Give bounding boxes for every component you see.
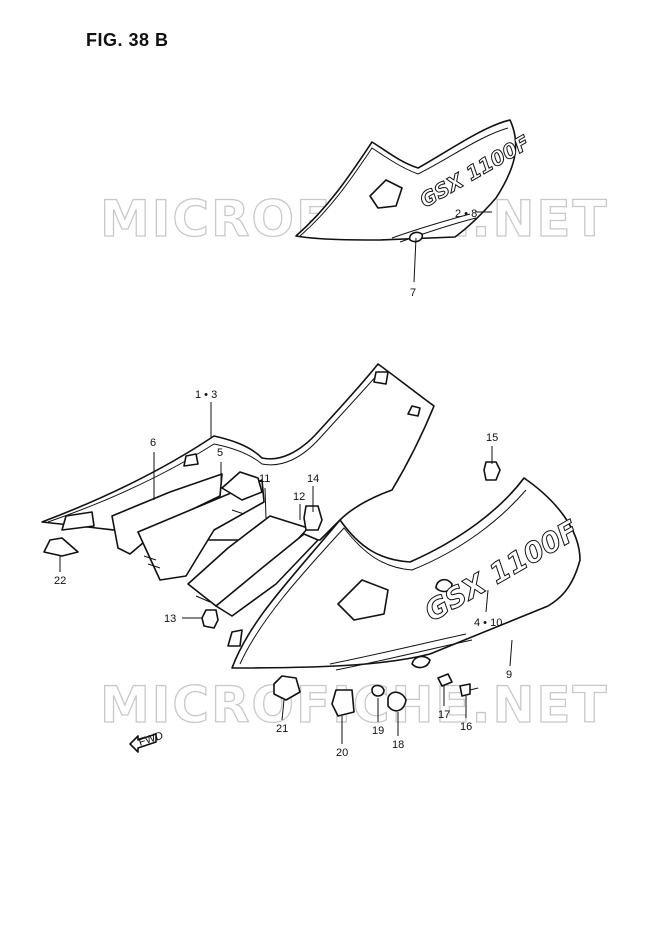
callout-12: 12 [293,491,305,503]
callout-19: 19 [372,725,384,737]
callout-9: 9 [506,669,512,681]
callout-17: 17 [438,709,450,721]
callout-14: 14 [307,473,319,485]
callout-labels: 2 • 8 7 1 • 3 6 5 11 14 12 15 22 13 4 • … [54,208,512,759]
grommet-18 [387,691,407,712]
screw-16 [459,683,471,697]
washer-17 [437,673,453,687]
clip-22 [43,537,79,557]
leader-lines [59,402,513,744]
grommet-15 [483,461,501,481]
watermark-bottom: MICROFICHE.NET [100,676,609,734]
callout-11: 11 [259,473,270,485]
hardware [43,461,501,717]
cushion-14 [303,505,323,531]
callout-16: 16 [460,721,472,733]
callout-7: 7 [410,287,416,299]
callout-21: 21 [276,723,288,735]
callout-4-10: 4 • 10 [474,617,502,629]
figure-title: FIG. 38 B [86,30,169,50]
nut-19 [371,684,385,697]
block-20 [331,689,355,717]
callout-6: 6 [150,437,156,449]
callout-22: 22 [54,575,66,587]
callout-15: 15 [486,432,498,444]
callout-5: 5 [217,447,223,459]
callout-1-3: 1 • 3 [195,389,217,401]
cushion-21 [273,675,301,701]
grommet-13 [201,609,219,629]
callout-20: 20 [336,747,348,759]
callout-2-8: 2 • 8 [455,208,477,220]
callout-13: 13 [164,613,176,625]
callout-18: 18 [392,739,404,751]
